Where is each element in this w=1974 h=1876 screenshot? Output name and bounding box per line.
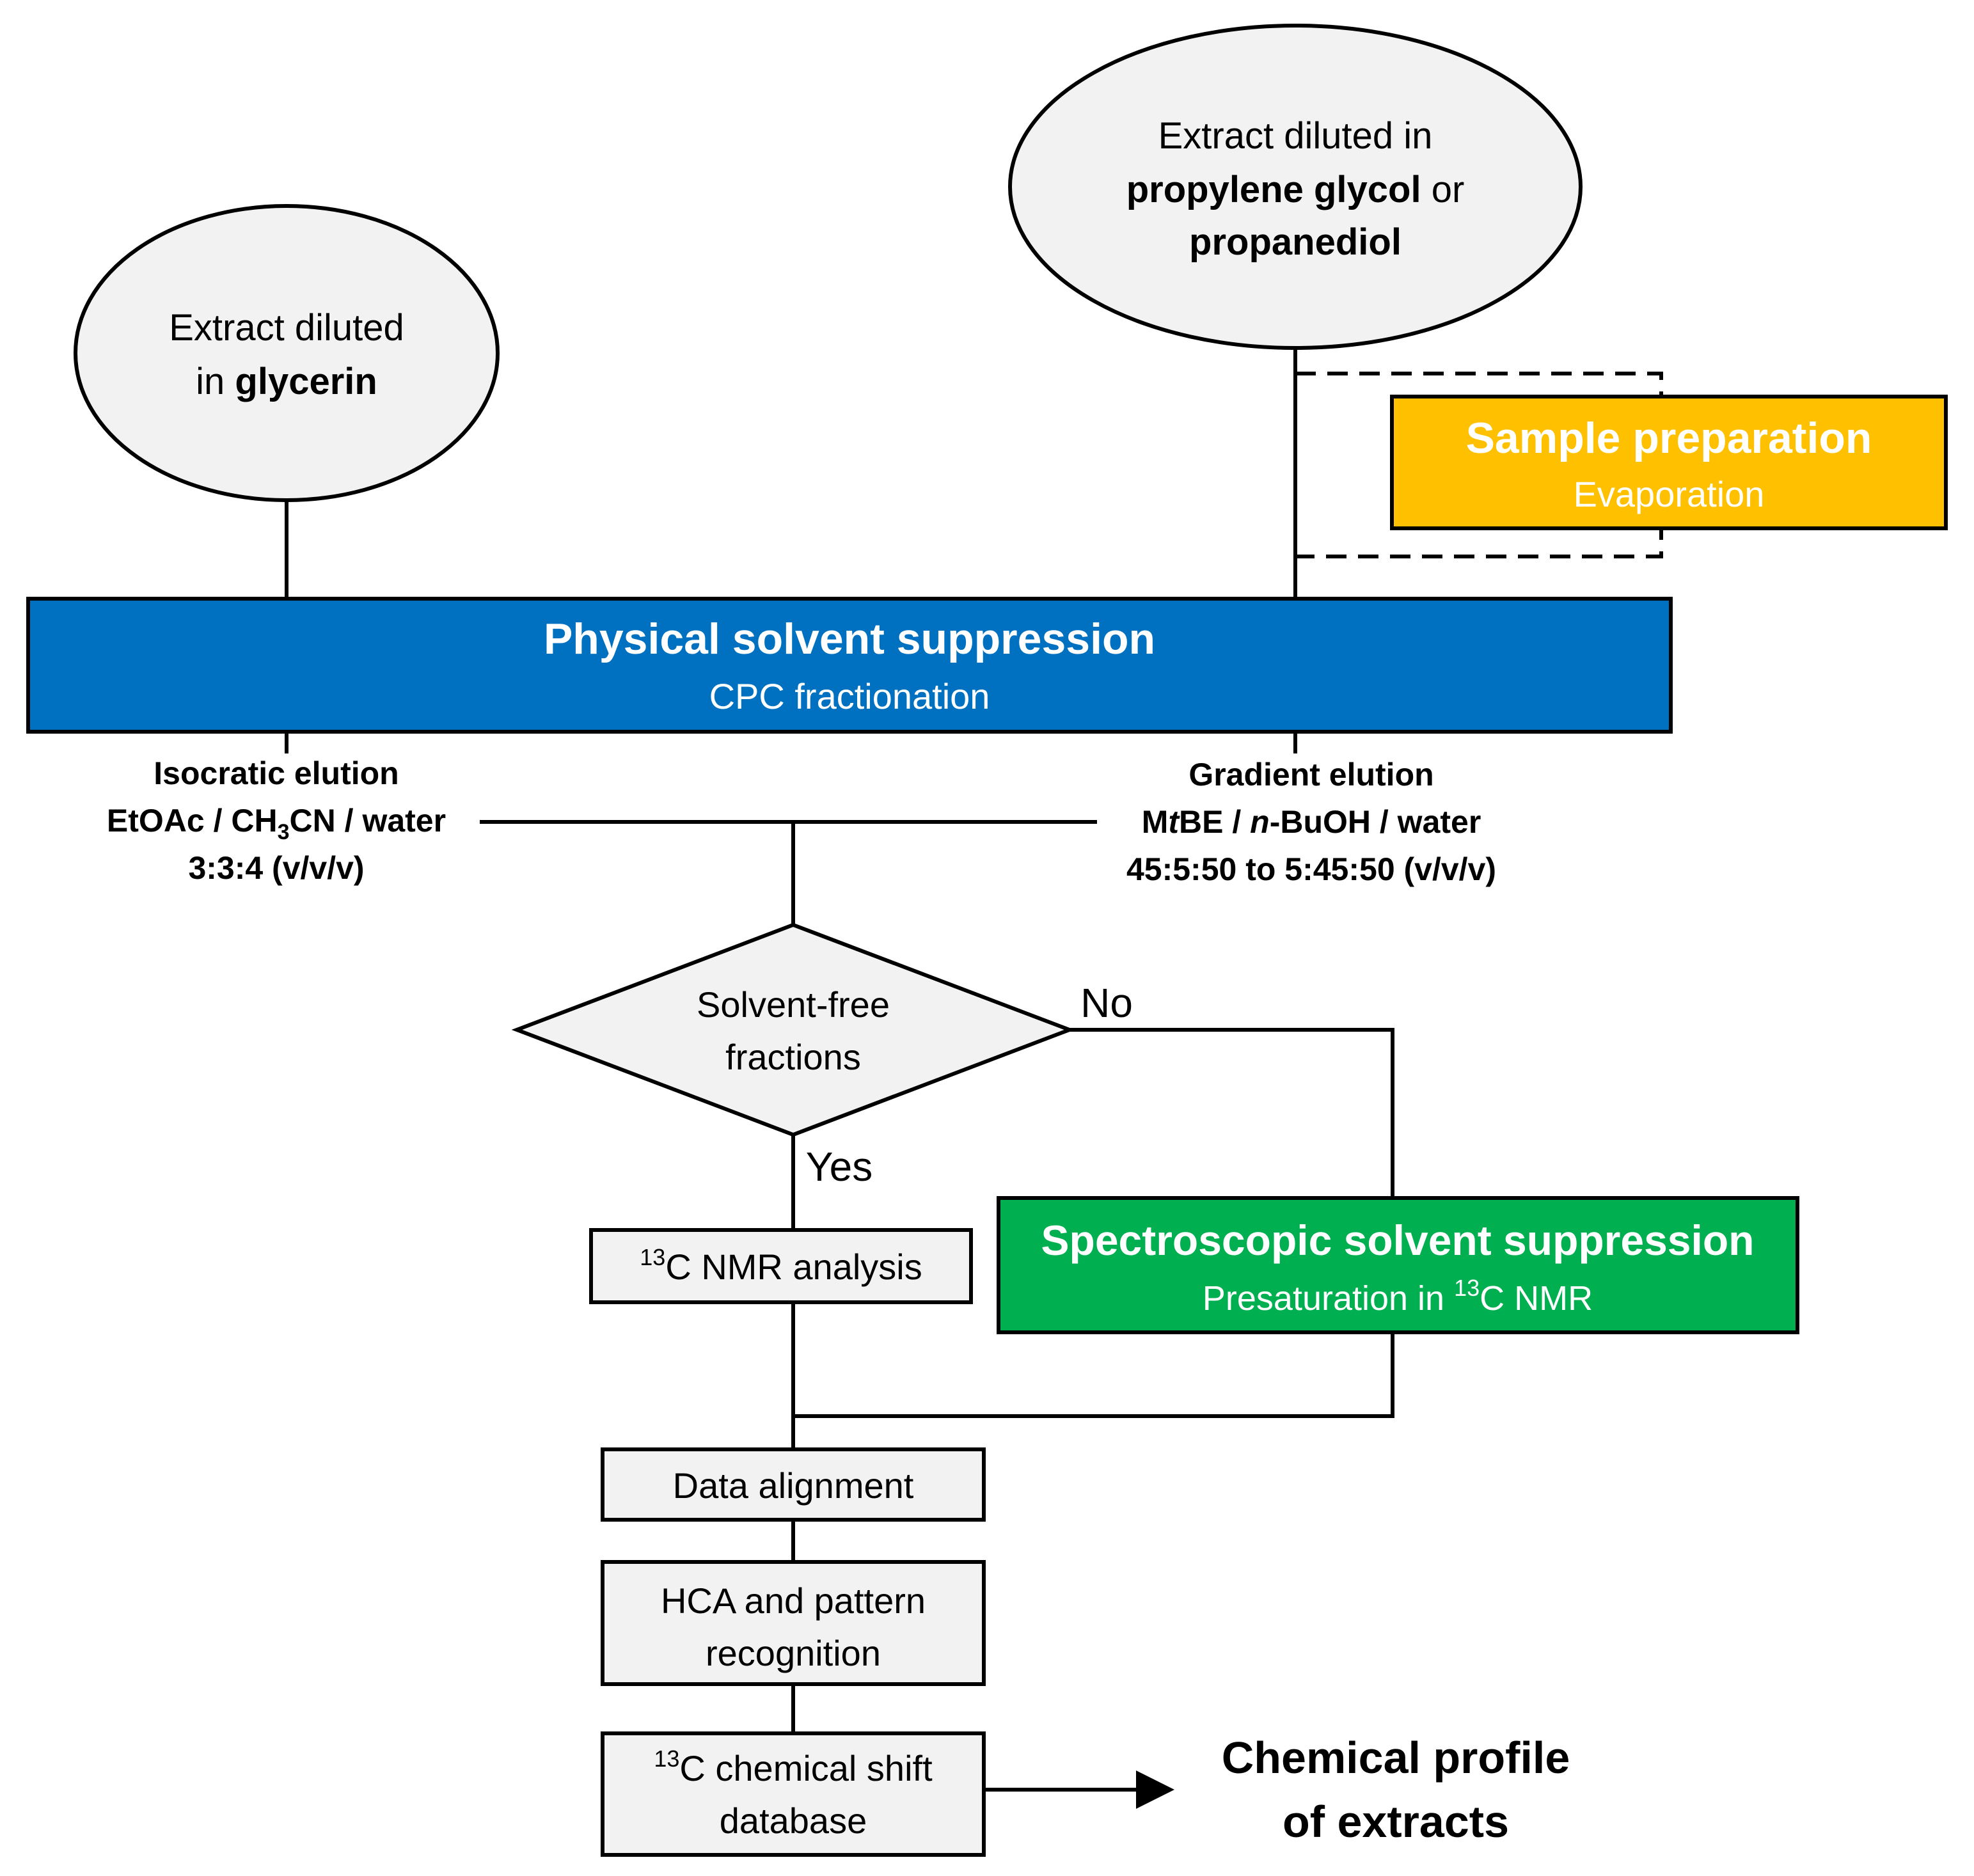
output-line2: of extracts (1283, 1797, 1509, 1847)
node-sample-preparation: Sample preparation Evaporation (1390, 395, 1948, 530)
gradient-line2: MtBE / n-BuOH / water (1142, 804, 1481, 840)
hca-line2: recognition (706, 1633, 881, 1673)
decision-line1: Solvent-free (697, 984, 890, 1025)
data-alignment-label: Data alignment (673, 1465, 914, 1506)
physical-title: Physical solvent suppression (544, 615, 1155, 663)
node-physical-solvent-suppression: Physical solvent suppression CPC fractio… (26, 597, 1673, 734)
database-line2: database (720, 1801, 867, 1841)
isocratic-line2: EtOAc / CH3CN / water (107, 803, 446, 844)
connectors (285, 345, 1394, 1733)
spectroscopic-title: Spectroscopic solvent suppression (1041, 1217, 1755, 1264)
node-nmr-analysis: 13C NMR analysis (589, 1228, 973, 1304)
decision-no-label: No (1080, 980, 1133, 1026)
connector-decision-no (1070, 1028, 1394, 1198)
hca-line1: HCA and pattern (661, 1580, 926, 1621)
propylene-line3: propanediol (1189, 221, 1402, 263)
isocratic-line3: 3:3:4 (v/v/v) (188, 850, 364, 886)
propylene-ellipse (1008, 24, 1583, 350)
spectroscopic-subtitle: Presaturation in 13C NMR (1203, 1275, 1593, 1318)
node-gradient-elution: Gradient elution MtBE / n-BuOH / water 4… (1126, 757, 1496, 887)
sample-prep-box (1390, 395, 1948, 530)
data-alignment-box (601, 1447, 986, 1522)
spectroscopic-box (997, 1196, 1799, 1334)
nmr-analysis-label: 13C NMR analysis (640, 1244, 922, 1287)
physical-bar (26, 597, 1673, 734)
connector-spectroscopic-to-merge (793, 1332, 1394, 1418)
node-solvent-free-decision: Solvent-free fractions No Yes (511, 922, 1133, 1190)
glycerin-line1: Extract diluted (169, 307, 404, 349)
sample-prep-subtitle: Evaporation (1574, 474, 1765, 514)
gradient-line1: Gradient elution (1188, 757, 1433, 792)
isocratic-line1: Isocratic elution (154, 755, 399, 791)
output-line1: Chemical profile (1222, 1733, 1570, 1783)
gradient-line3: 45:5:50 to 5:45:50 (v/v/v) (1126, 851, 1496, 887)
physical-subtitle: CPC fractionation (709, 676, 990, 716)
database-box (601, 1731, 986, 1857)
decision-line2: fractions (725, 1037, 861, 1077)
hca-box (601, 1560, 986, 1686)
node-hca-pattern-recognition: HCA and pattern recognition (601, 1560, 986, 1686)
node-data-alignment: Data alignment (601, 1447, 986, 1522)
node-isocratic-elution: Isocratic elution EtOAc / CH3CN / water … (107, 755, 446, 886)
node-propylene-glycol: Extract diluted in propylene glycol or p… (1008, 24, 1583, 350)
decision-yes-label: Yes (806, 1144, 873, 1190)
nmr-analysis-box (589, 1228, 973, 1304)
glycerin-ellipse (74, 204, 500, 502)
node-chemical-shift-database: 13C chemical shift database (601, 1731, 986, 1857)
propylene-line1: Extract diluted in (1158, 115, 1433, 157)
node-spectroscopic-solvent-suppression: Spectroscopic solvent suppression Presat… (997, 1196, 1799, 1334)
decision-diamond (511, 922, 1075, 1137)
node-glycerin: Extract diluted in glycerin (74, 204, 500, 502)
sample-prep-title: Sample preparation (1466, 414, 1872, 462)
database-line1: 13C chemical shift (654, 1746, 933, 1788)
node-chemical-profile-output: Chemical profile of extracts (1222, 1733, 1570, 1847)
glycerin-line2: in glycerin (196, 361, 377, 402)
propylene-line2: propylene glycol or (1126, 169, 1465, 210)
